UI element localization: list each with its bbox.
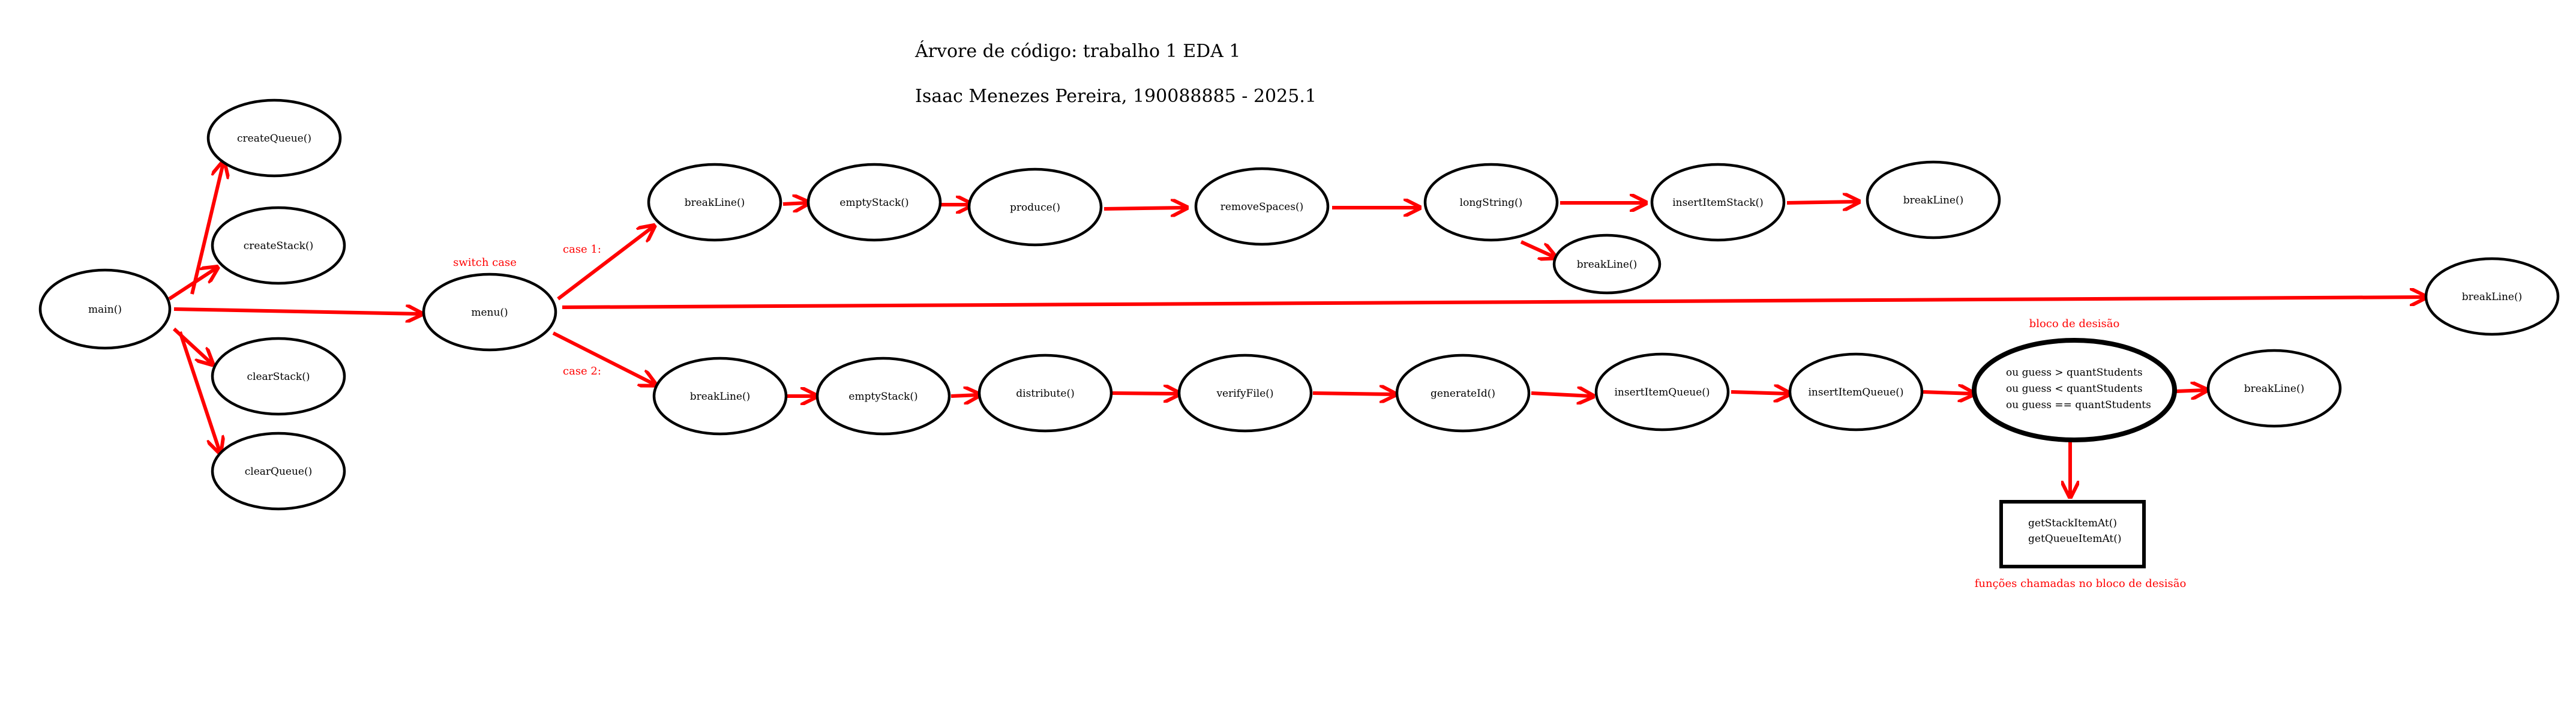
edge-c1-3 <box>1103 208 1185 209</box>
call-getStackItemAt: getStackItemAt() <box>2028 517 2117 529</box>
diagram-author: Isaac Menezes Pereira, 190088885 - 2025.… <box>915 86 1317 107</box>
edge-c2-7 <box>1923 392 1972 394</box>
node-label: insertItemQueue() <box>1808 387 1903 399</box>
edge-c2-2 <box>950 395 978 396</box>
decision-condition-lt: ou guess < quantStudents <box>2006 383 2143 395</box>
edge-c2-5 <box>1531 393 1591 396</box>
node-label: main() <box>88 304 122 316</box>
node-c1-produce: produce() <box>967 167 1103 247</box>
edge-c2-6 <box>1731 392 1788 394</box>
edges <box>168 163 2424 495</box>
node-c2-breakLine-2: breakLine() <box>2206 349 2342 428</box>
node-label: insertItemQueue() <box>1614 387 1710 399</box>
edge-c2-8 <box>2175 390 2205 391</box>
node-c1-insertItemStack: insertItemStack() <box>1650 163 1786 242</box>
node-c1-breakLine-3: breakLine() <box>1552 233 1662 295</box>
node-c2-emptyStack: emptyStack() <box>815 356 951 436</box>
edge-menu-case1 <box>557 227 653 301</box>
diagram-title: Árvore de código: trabalho 1 EDA 1 <box>914 40 1240 62</box>
node-label: breakLine() <box>2462 291 2523 303</box>
node-c2-distribute: distribute() <box>977 353 1113 433</box>
edge-c1-7 <box>1520 240 1554 257</box>
node-c2-insertItemQueue-2: insertItemQueue() <box>1788 352 1924 432</box>
node-label: generateId() <box>1431 388 1495 400</box>
node-label: clearStack() <box>247 371 310 383</box>
node-c2-breakLine-1: breakLine() <box>652 356 788 436</box>
edge-main-createQueue <box>190 163 223 295</box>
node-label: breakLine() <box>690 391 751 403</box>
node-label: verifyFile() <box>1216 388 1273 400</box>
node-c1-longString: longString() <box>1423 163 1559 242</box>
decision-block-label: bloco de desisão <box>2029 317 2120 330</box>
node-label: clearQueue() <box>245 466 313 478</box>
edge-c2-4 <box>1312 393 1394 394</box>
node-label: insertItemStack() <box>1672 197 1764 209</box>
node-clearStack: clearStack() <box>211 337 346 416</box>
node-label: createStack() <box>244 240 313 252</box>
decision-node: ou guess > quantStudents ou guess < quan… <box>1972 338 2177 442</box>
node-createQueue: createQueue() <box>206 98 342 178</box>
node-c2-generateId: generateId() <box>1395 353 1531 433</box>
node-menu: menu() <box>422 272 557 352</box>
edge-c1-6 <box>1786 202 1857 203</box>
node-label: emptyStack() <box>848 391 917 403</box>
edge-main-clearQueue <box>178 331 220 451</box>
node-label: breakLine() <box>2244 383 2305 395</box>
node-label: breakLine() <box>685 197 745 209</box>
node-label: produce() <box>1010 202 1060 214</box>
node-label: createQueue() <box>237 133 311 145</box>
decision-functions-label: funções chamadas no bloco de desisão <box>1975 577 2187 590</box>
node-label: menu() <box>471 307 508 319</box>
node-mid-breakLine: breakLine() <box>2424 257 2560 336</box>
node-label: emptyStack() <box>839 197 908 209</box>
node-c1-breakLine-1: breakLine() <box>647 163 782 242</box>
node-c1-breakLine-2: breakLine() <box>1866 160 2001 239</box>
switch-case-label: switch case <box>453 256 517 269</box>
edge-c2-3 <box>1111 393 1178 394</box>
node-c1-emptyStack: emptyStack() <box>806 163 942 242</box>
edge-c1-1 <box>782 203 807 204</box>
node-c2-verifyFile: verifyFile() <box>1177 353 1313 433</box>
node-label: distribute() <box>1016 388 1074 400</box>
decision-condition-gt: ou guess > quantStudents <box>2006 367 2143 379</box>
node-c1-removeSpaces: removeSpaces() <box>1194 167 1330 246</box>
node-createStack: createStack() <box>211 206 346 285</box>
node-label: breakLine() <box>1903 194 1964 206</box>
node-main: main() <box>38 268 172 350</box>
node-c2-insertItemQueue-1: insertItemQueue() <box>1594 352 1730 432</box>
edge-main-menu <box>173 309 420 314</box>
node-clearQueue: clearQueue() <box>211 432 346 511</box>
case1-label: case 1: <box>563 243 601 256</box>
node-label: longString() <box>1460 197 1523 209</box>
edge-main-createStack <box>168 268 216 301</box>
decision-calls-box: getStackItemAt() getQueueItemAt() <box>1999 500 2146 568</box>
case2-label: case 2: <box>563 365 601 378</box>
node-label: removeSpaces() <box>1220 201 1303 213</box>
call-getQueueItemAt: getQueueItemAt() <box>2028 533 2122 545</box>
node-label: breakLine() <box>1577 259 1638 271</box>
edge-menu-breakLine <box>562 297 2424 309</box>
decision-condition-eq: ou guess == quantStudents <box>2006 399 2151 411</box>
edge-menu-case2 <box>552 331 654 384</box>
